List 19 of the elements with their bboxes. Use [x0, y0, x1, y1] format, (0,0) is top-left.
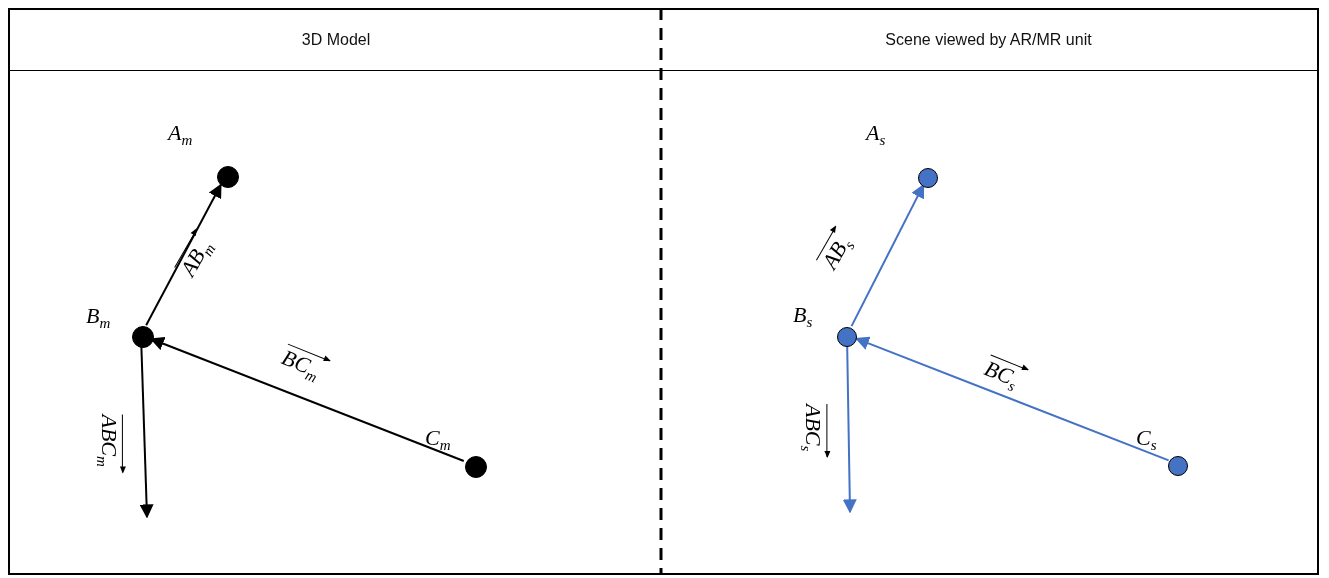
- vector-arrow: [145, 183, 222, 327]
- point-label: B$_{s}$: [793, 304, 813, 331]
- point-dot: [465, 456, 487, 478]
- point-label: C$_{m}$: [425, 427, 451, 454]
- vector-arrow: [855, 336, 1170, 462]
- point-label: A$_{m}$: [168, 122, 193, 149]
- point-dot: [217, 166, 239, 188]
- panel-heading: 3D Model: [10, 10, 662, 71]
- point-dot: [1168, 456, 1188, 476]
- vector-arrow: [850, 183, 925, 328]
- point-dot: [837, 327, 857, 347]
- point-label: C$_{s}$: [1136, 427, 1157, 454]
- panel-heading: Scene viewed by AR/MR unit: [660, 10, 1317, 71]
- point-dot: [918, 168, 938, 188]
- point-label: A$_{s}$: [866, 122, 886, 149]
- point-dot: [132, 326, 154, 348]
- diagram-panel: [660, 8, 1319, 575]
- point-label: B$_{m}$: [86, 305, 111, 332]
- diagram-panel: [8, 8, 662, 575]
